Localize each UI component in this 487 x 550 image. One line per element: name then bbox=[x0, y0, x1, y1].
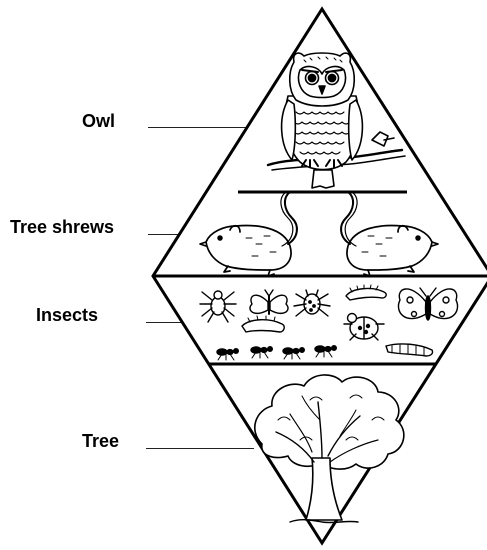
tree-icon bbox=[255, 375, 404, 523]
